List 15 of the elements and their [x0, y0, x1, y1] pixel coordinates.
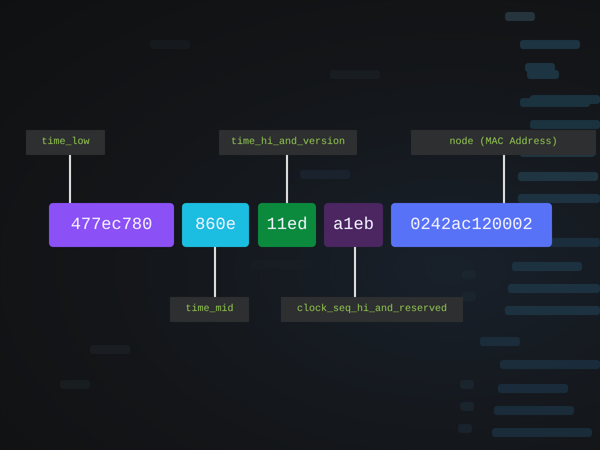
field-name-label: time_hi_and_version	[219, 130, 357, 155]
leader-line	[354, 247, 356, 297]
hex-segment-box: 860e	[182, 203, 249, 247]
leader-line	[214, 247, 216, 297]
hex-segment-box: a1eb	[324, 203, 383, 247]
field-name-label: time_mid	[170, 297, 249, 322]
leader-line	[69, 155, 71, 203]
hex-segment-box: 0242ac120002	[391, 203, 552, 247]
field-name-label: node (MAC Address)	[411, 130, 596, 155]
field-name-label: clock_seq_hi_and_reserved	[281, 297, 463, 322]
leader-line	[286, 155, 288, 203]
hex-segment-box: 11ed	[258, 203, 316, 247]
leader-line	[503, 155, 505, 203]
field-name-label: time_low	[26, 130, 105, 155]
hex-segment-box: 477ec780	[49, 203, 174, 247]
